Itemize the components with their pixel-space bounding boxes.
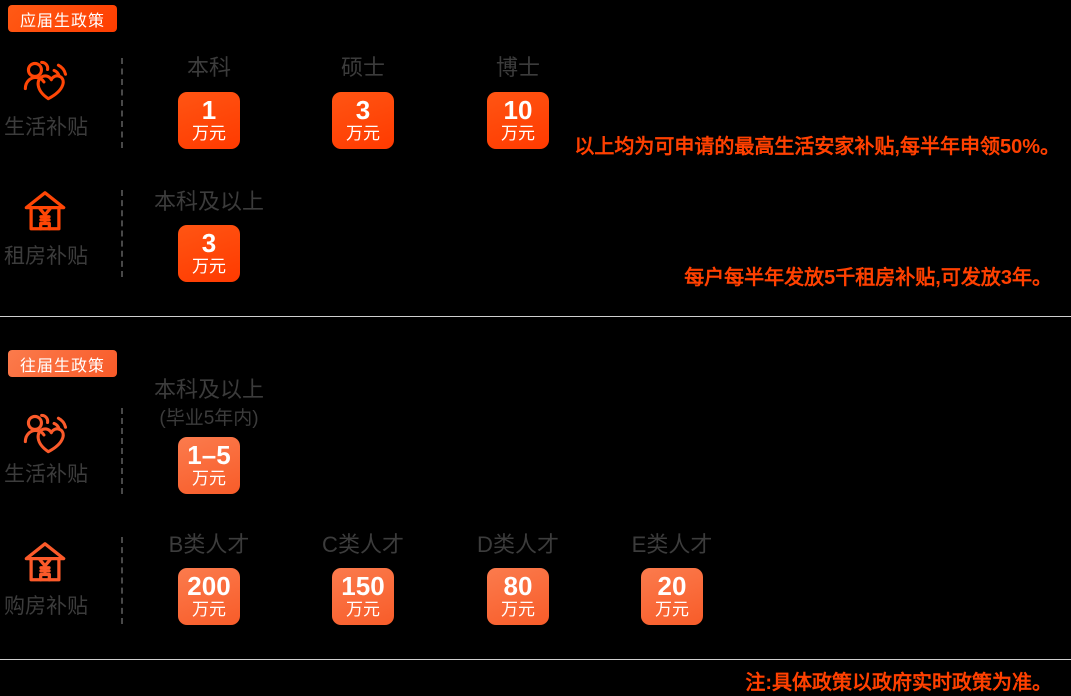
value-box: 3 万元 xyxy=(178,225,240,282)
value: 200 xyxy=(187,571,231,601)
dashed-divider xyxy=(121,537,123,624)
column-header: E类人才 xyxy=(631,532,713,557)
unit: 万元 xyxy=(346,600,380,619)
value-box: 10 万元 xyxy=(487,92,549,149)
unit: 万元 xyxy=(192,600,226,619)
column-talent-d: D类人才 80 万元 xyxy=(477,532,559,625)
unit: 万元 xyxy=(192,469,226,488)
row-label: 租房补贴 xyxy=(4,245,88,268)
value: 80 xyxy=(503,571,533,601)
column-subheader: (毕业5年内) xyxy=(159,408,259,429)
value: 150 xyxy=(341,571,385,601)
unit: 万元 xyxy=(655,600,689,619)
column-talent-b: B类人才 200 万元 xyxy=(169,532,249,625)
value-box: 20 万元 xyxy=(641,568,703,625)
house-yuan-icon xyxy=(22,539,68,585)
section-divider xyxy=(0,316,1071,317)
value: 3 xyxy=(355,95,371,125)
column-header: B类人才 xyxy=(168,532,250,557)
row-label: 购房补贴 xyxy=(4,595,88,618)
column-header: C类人才 xyxy=(322,532,404,557)
unit: 万元 xyxy=(346,124,380,143)
column-header: 博士 xyxy=(495,55,541,80)
house-yuan-icon xyxy=(22,188,68,234)
value: 3 xyxy=(201,228,217,258)
column-header: 本科及以上 xyxy=(153,189,265,214)
value-box: 1–5 万元 xyxy=(178,437,240,494)
value: 1–5 xyxy=(187,440,231,470)
column-bachelor-within-5y: 本科及以上 (毕业5年内) 1–5 万元 xyxy=(154,376,264,494)
care-heart-icon xyxy=(22,410,68,456)
value: 20 xyxy=(657,571,687,601)
value-box: 200 万元 xyxy=(178,568,240,625)
care-heart-icon xyxy=(22,57,68,103)
column-talent-c: C类人才 150 万元 xyxy=(322,532,404,625)
footer-divider xyxy=(0,659,1071,660)
value-box: 3 万元 xyxy=(332,92,394,149)
column-bachelor: 本科 1 万元 xyxy=(178,55,240,149)
column-master: 硕士 3 万元 xyxy=(332,55,394,149)
column-header: 本科 xyxy=(186,55,232,80)
dashed-divider xyxy=(121,58,123,148)
column-header: D类人才 xyxy=(477,532,559,557)
column-phd: 博士 10 万元 xyxy=(487,55,549,149)
column-header: 本科及以上 xyxy=(153,377,265,402)
unit: 万元 xyxy=(192,124,226,143)
living-subsidy-note: 以上均为可申请的最高生活安家补贴,每半年申领50%。 xyxy=(574,136,1060,158)
row-label: 生活补贴 xyxy=(4,463,88,486)
footer-note: 注:具体政策以政府实时政策为准。 xyxy=(745,672,1052,694)
column-header: 硕士 xyxy=(340,55,386,80)
rent-subsidy-note: 每户每半年发放5千租房补贴,可发放3年。 xyxy=(684,267,1052,289)
unit: 万元 xyxy=(501,124,535,143)
column-talent-e: E类人才 20 万元 xyxy=(632,532,712,625)
value: 1 xyxy=(201,95,217,125)
column-bachelor-and-above: 本科及以上 3 万元 xyxy=(154,189,264,282)
value-box: 1 万元 xyxy=(178,92,240,149)
section-badge: 往届生政策 xyxy=(8,350,117,377)
row-label: 生活补贴 xyxy=(4,116,88,139)
section-badge: 应届生政策 xyxy=(8,5,117,32)
dashed-divider xyxy=(121,408,123,494)
value: 10 xyxy=(503,95,533,125)
value-box: 80 万元 xyxy=(487,568,549,625)
unit: 万元 xyxy=(501,600,535,619)
unit: 万元 xyxy=(192,257,226,276)
value-box: 150 万元 xyxy=(332,568,394,625)
dashed-divider xyxy=(121,190,123,277)
